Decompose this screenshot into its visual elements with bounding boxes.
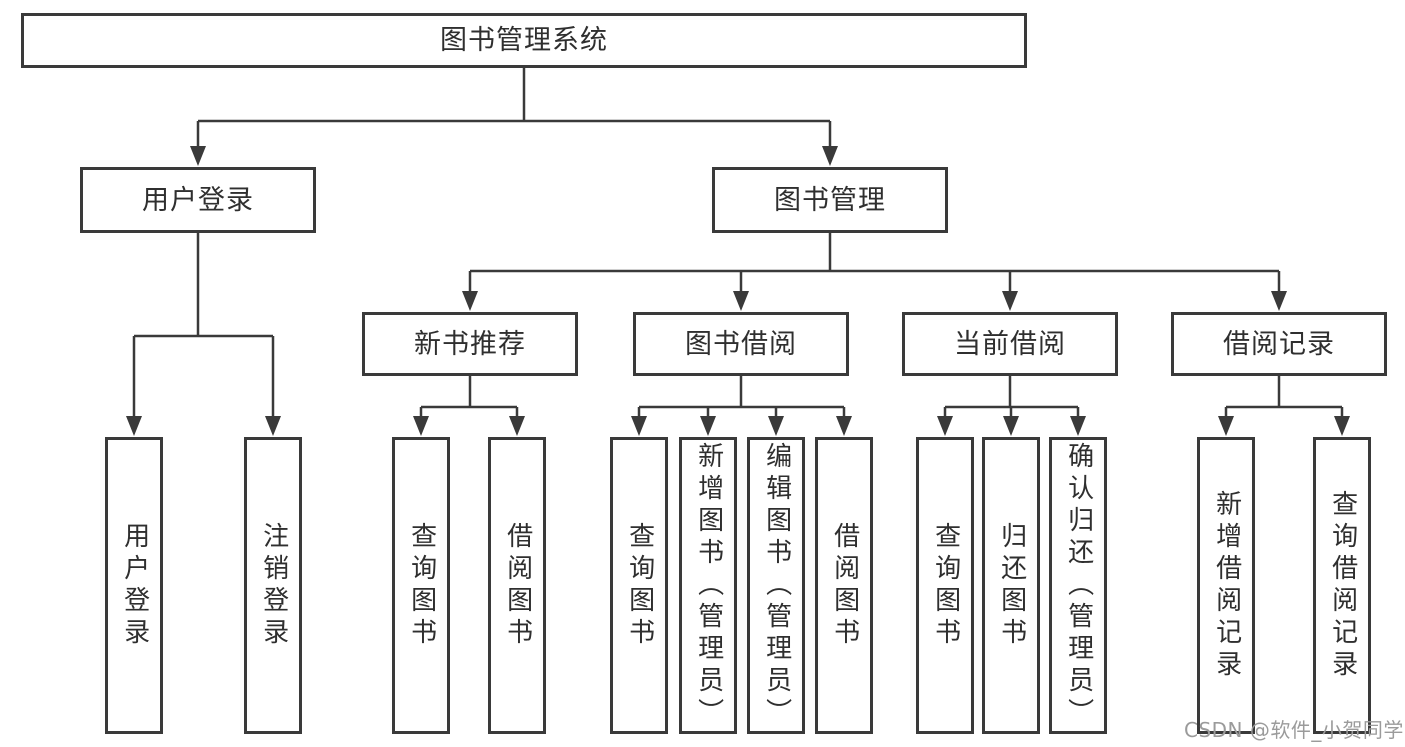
node-leaf-confirm-return-admin-label: 确认归还（管理员） (1063, 441, 1094, 730)
node-leaf-query-borrow-record: 查询借阅记录 (1313, 437, 1371, 734)
node-user-login-label: 用户登录 (142, 184, 254, 216)
node-leaf-query-books-current-label: 查询图书 (930, 521, 961, 650)
node-new-book-recommend-label: 新书推荐 (414, 328, 526, 360)
node-leaf-add-borrow-record-label: 新增借阅记录 (1211, 489, 1242, 682)
node-user-login: 用户登录 (80, 167, 316, 233)
node-book-borrowing: 图书借阅 (633, 312, 849, 376)
node-borrowing-records-label: 借阅记录 (1223, 328, 1335, 360)
node-leaf-query-books-borrowing: 查询图书 (610, 437, 668, 734)
node-book-management-label: 图书管理 (774, 184, 886, 216)
watermark-text: CSDN @软件_小贺同学 (1184, 718, 1404, 742)
node-leaf-query-books-recommend-label: 查询图书 (406, 521, 437, 650)
node-borrowing-records: 借阅记录 (1171, 312, 1387, 376)
node-root: 图书管理系统 (21, 13, 1027, 68)
node-leaf-borrow-books-recommend-label: 借阅图书 (502, 521, 533, 650)
node-book-borrowing-label: 图书借阅 (685, 328, 797, 360)
connector-current-borrowing (943, 376, 1080, 420)
node-current-borrowing-label: 当前借阅 (954, 328, 1066, 360)
node-leaf-add-borrow-record: 新增借阅记录 (1197, 437, 1255, 734)
node-leaf-logout: 注销登录 (244, 437, 302, 734)
node-leaf-user-login: 用户登录 (105, 437, 163, 734)
connector-root (196, 68, 832, 150)
node-leaf-add-books-admin-label: 新增图书（管理员） (693, 441, 724, 730)
node-leaf-query-borrow-record-label: 查询借阅记录 (1327, 489, 1358, 682)
connector-book-management (468, 233, 1281, 295)
node-root-label: 图书管理系统 (440, 25, 608, 56)
node-leaf-query-books-recommend: 查询图书 (392, 437, 450, 734)
node-leaf-borrow-books-recommend: 借阅图书 (488, 437, 546, 734)
node-leaf-edit-books-admin-label: 编辑图书（管理员） (761, 441, 792, 730)
node-leaf-logout-label: 注销登录 (258, 521, 289, 650)
node-leaf-user-login-label: 用户登录 (119, 521, 150, 650)
node-leaf-return-books: 归还图书 (982, 437, 1040, 734)
node-current-borrowing: 当前借阅 (902, 312, 1118, 376)
node-leaf-add-books-admin: 新增图书（管理员） (679, 437, 737, 734)
node-leaf-borrow-books-borrowing-label: 借阅图书 (829, 521, 860, 650)
node-leaf-edit-books-admin: 编辑图书（管理员） (747, 437, 805, 734)
node-leaf-confirm-return-admin: 确认归还（管理员） (1049, 437, 1107, 734)
node-leaf-query-books-current: 查询图书 (916, 437, 974, 734)
connector-user-login (132, 233, 275, 420)
node-leaf-borrow-books-borrowing: 借阅图书 (815, 437, 873, 734)
arrowheads (126, 146, 1350, 436)
node-book-management: 图书管理 (712, 167, 948, 233)
connector-book-borrowing (637, 376, 846, 420)
node-leaf-return-books-label: 归还图书 (996, 521, 1027, 650)
node-new-book-recommend: 新书推荐 (362, 312, 578, 376)
connector-borrowing-records (1224, 376, 1344, 420)
node-leaf-query-books-borrowing-label: 查询图书 (624, 521, 655, 650)
connector-new-book-recommend (419, 376, 519, 420)
